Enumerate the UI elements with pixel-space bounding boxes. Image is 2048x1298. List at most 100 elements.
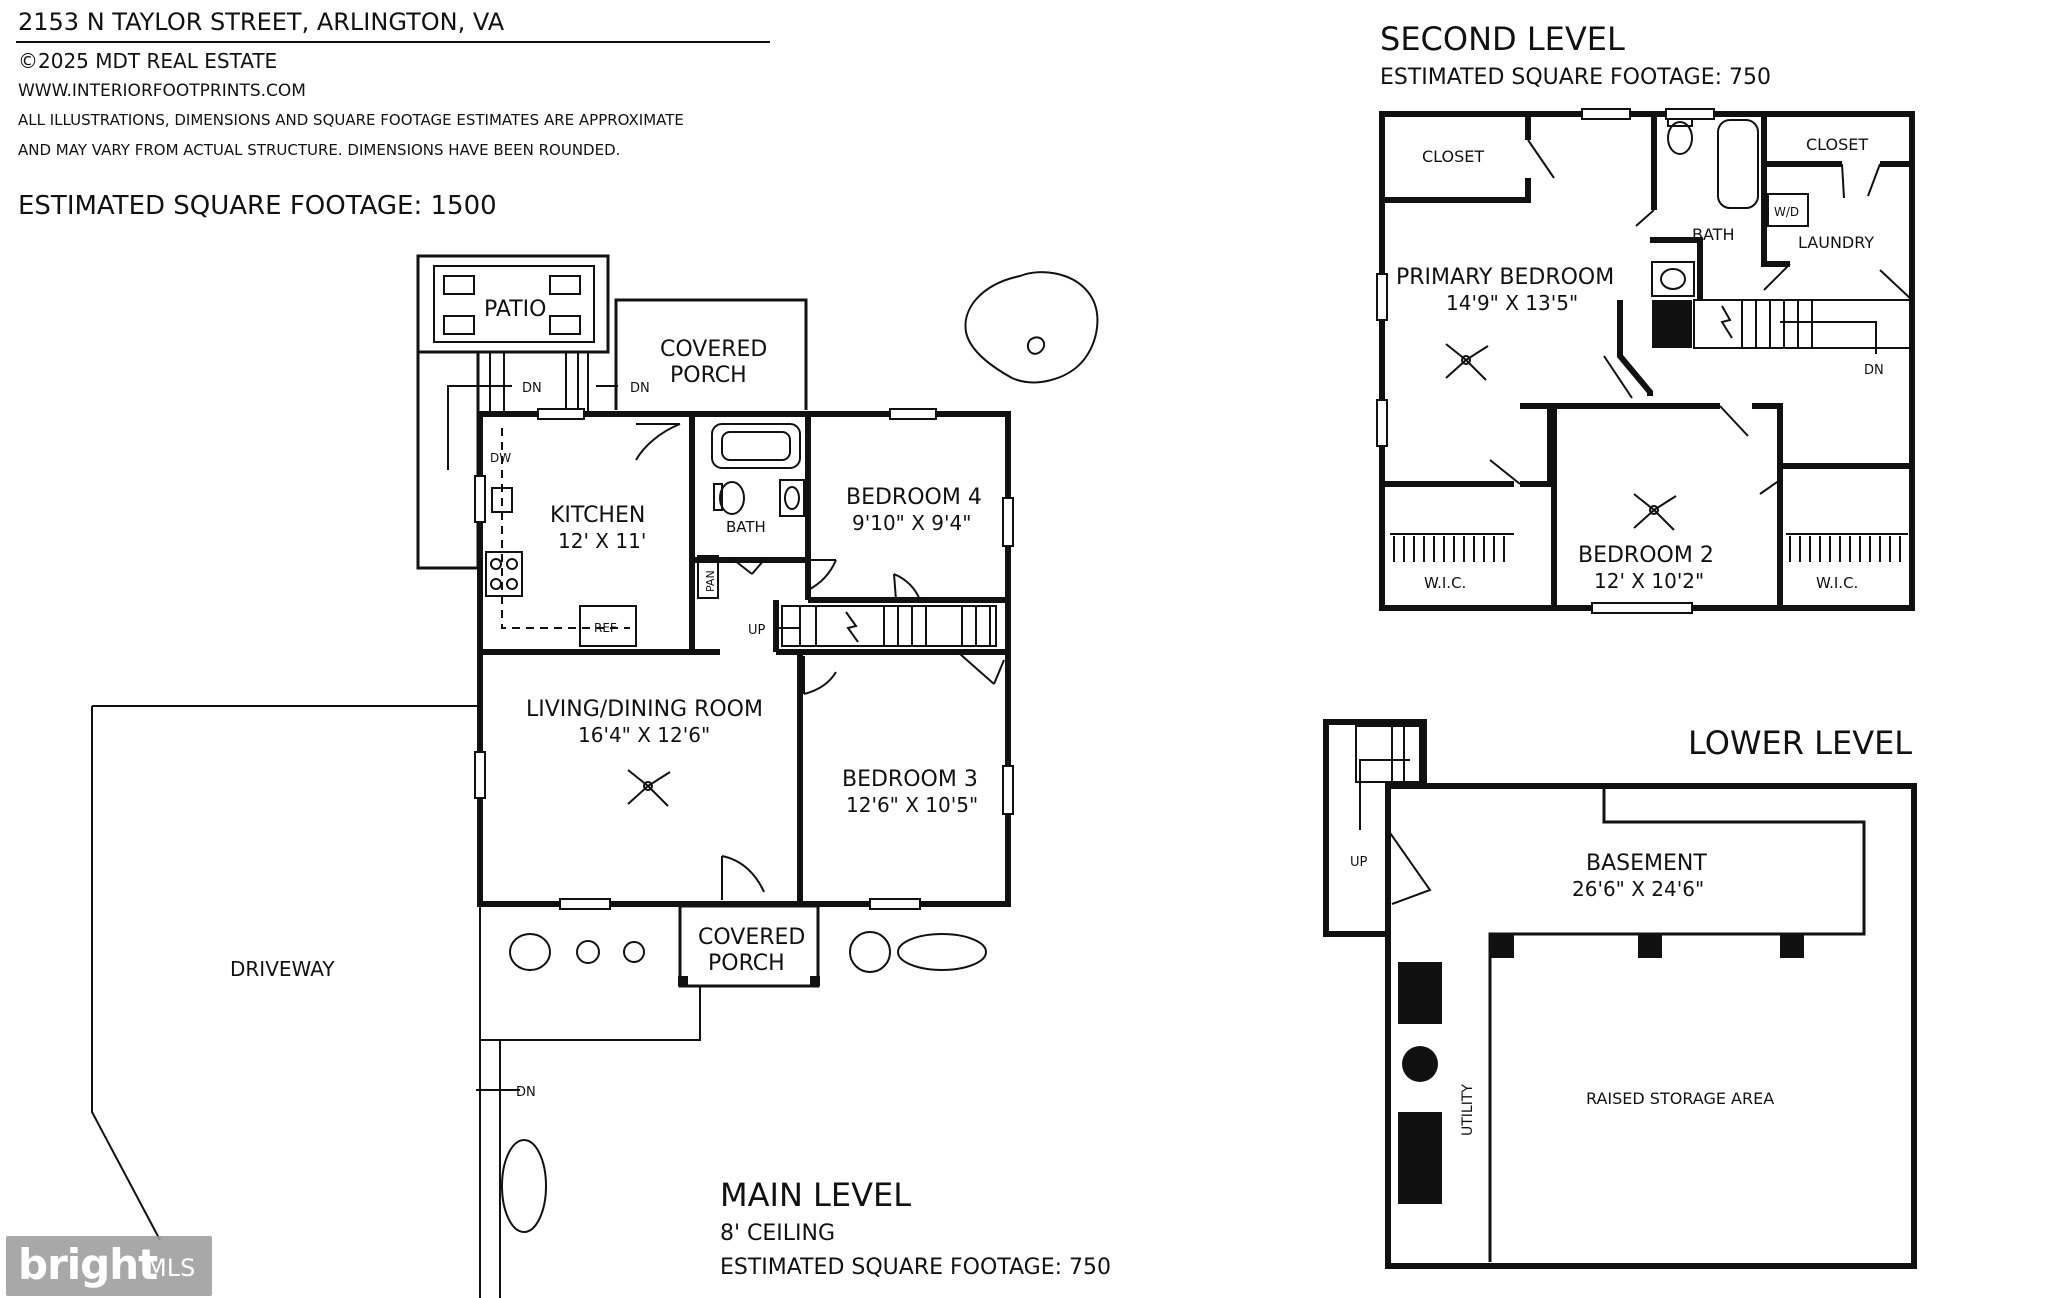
mls-watermark-badge: bright MLS: [6, 1236, 212, 1296]
window: [1376, 399, 1388, 447]
kitchen-counter-outline: [501, 428, 630, 629]
window: [1002, 497, 1014, 547]
porch-post: [810, 976, 820, 986]
stove: [485, 551, 523, 597]
second-level-plan: SECOND LEVEL ESTIMATED SQUARE FOOTAGE: 7…: [1376, 20, 1915, 614]
bedroom2-dim: 12' X 10'2": [1594, 569, 1704, 593]
door-swing: [1527, 139, 1555, 179]
shrub-icon: [509, 933, 551, 971]
wic-left-hangers: [1390, 533, 1514, 562]
door-swing: [733, 559, 765, 575]
porch-post: [678, 976, 688, 986]
closet-right-label: CLOSET: [1806, 135, 1868, 154]
kitchen-dim: 12' X 11': [558, 529, 646, 553]
window: [1591, 602, 1693, 614]
front-walkway: [479, 904, 701, 1298]
lower-up-label: UP: [1350, 855, 1368, 870]
main-level-plan: DRIVEWAY PATIO DN DN COVERED PORCH: [91, 254, 1111, 1298]
burner: [506, 558, 518, 570]
hall-wall: [1617, 300, 1653, 396]
window: [1376, 273, 1388, 321]
mls-brand-text: bright: [18, 1240, 158, 1289]
main-house-walls: [477, 411, 1011, 907]
shrub-icon: [576, 940, 600, 964]
paver: [443, 275, 475, 295]
support-post: [1490, 934, 1514, 958]
disclaimer-line-2: AND MAY VARY FROM ACTUAL STRUCTURE. DIME…: [18, 141, 620, 159]
toilet-tank: [713, 483, 723, 511]
vanity: [1651, 261, 1695, 297]
paver: [549, 275, 581, 295]
pantry-label: PAN: [704, 570, 717, 592]
bathtub: [711, 423, 801, 469]
main-level-ceiling: 8' CEILING: [720, 1221, 835, 1246]
laundry-label: LAUNDRY: [1798, 233, 1874, 252]
support-post: [1780, 934, 1804, 958]
laundry-walls: [1761, 161, 1912, 267]
tree-detail: [1026, 336, 1046, 355]
address-title: 2153 N TAYLOR STREET, ARLINGTON, VA: [18, 8, 505, 36]
wd-label: W/D: [1774, 205, 1799, 219]
door-swing: [1489, 405, 1749, 485]
water-heater-icon: [1402, 1046, 1438, 1082]
up-arrow: [1359, 759, 1410, 830]
second-bath-label: BATH: [1692, 225, 1734, 244]
lower-stair-walls: [1323, 719, 1427, 937]
door-swing: [635, 423, 681, 461]
up-label: UP: [748, 623, 766, 638]
lower-level-plan: LOWER LEVEL UP BASEMENT 26'6" X 24'6" UT…: [1323, 719, 1917, 1269]
patio-label: PATIO: [484, 297, 546, 322]
bath-label: BATH: [726, 518, 766, 536]
window: [869, 898, 921, 910]
main-level-title: MAIN LEVEL: [720, 1176, 911, 1214]
bedroom2-walls: [1551, 403, 1912, 608]
lower-level-title: LOWER LEVEL: [1688, 724, 1912, 762]
support-post: [1638, 934, 1662, 958]
shrub-icon: [897, 933, 987, 971]
living-name: LIVING/DINING ROOM: [526, 697, 763, 722]
door-swing: [1763, 263, 1913, 301]
vanity-sink: [784, 486, 800, 510]
ceiling-fan-icon: [1445, 343, 1489, 381]
burner: [490, 558, 502, 570]
driveway-label: DRIVEWAY: [230, 957, 335, 981]
lower-house-walls: [1385, 783, 1917, 1269]
pantry: [697, 555, 719, 599]
disclaimer-line-1: ALL ILLUSTRATIONS, DIMENSIONS AND SQUARE…: [18, 111, 684, 129]
lower-stairs: [1355, 725, 1421, 783]
second-level-sqft: ESTIMATED SQUARE FOOTAGE: 750: [1380, 65, 1771, 90]
bedroom3-name: BEDROOM 3: [842, 767, 978, 792]
shrub-icon: [623, 941, 645, 963]
dw-label: DW: [490, 451, 511, 465]
upper-stairs: [1693, 299, 1913, 349]
bathtub: [1717, 119, 1759, 209]
closet-left-walls: [1382, 114, 1531, 203]
paver: [549, 315, 581, 335]
basement-dim: 26'6" X 24'6": [1572, 877, 1704, 901]
vanity-sink: [1660, 268, 1686, 290]
window: [1002, 765, 1014, 815]
toilet-icon: [719, 481, 745, 515]
second-dn-label: DN: [1864, 363, 1884, 378]
raised-storage-outline: [1488, 786, 1866, 1262]
basement-name: BASEMENT: [1586, 851, 1707, 876]
window: [559, 898, 611, 910]
door-swing: [893, 573, 921, 601]
door-swing: [807, 559, 837, 591]
dn-label-1: DN: [522, 381, 542, 396]
bedroom3-dim: 12'6" X 10'5": [846, 793, 978, 817]
living-dim: 16'4" X 12'6": [578, 723, 710, 747]
bedroom4-name: BEDROOM 4: [846, 485, 982, 510]
main-level-sqft: ESTIMATED SQUARE FOOTAGE: 750: [720, 1255, 1111, 1280]
refrigerator: [579, 605, 637, 647]
door-swing: [1841, 163, 1881, 199]
door-swing: [1603, 355, 1781, 495]
covered-porch-front-line2: PORCH: [708, 951, 785, 976]
tree-icon: [964, 271, 1099, 384]
stair-landing: [1652, 300, 1692, 348]
stair-arrow-1: [447, 385, 512, 470]
window: [1665, 108, 1715, 120]
kitchen-name: KITCHEN: [550, 503, 645, 528]
header-block: 2153 N TAYLOR STREET, ARLINGTON, VA ©202…: [16, 8, 770, 221]
utility-equipment: [1398, 962, 1442, 1024]
